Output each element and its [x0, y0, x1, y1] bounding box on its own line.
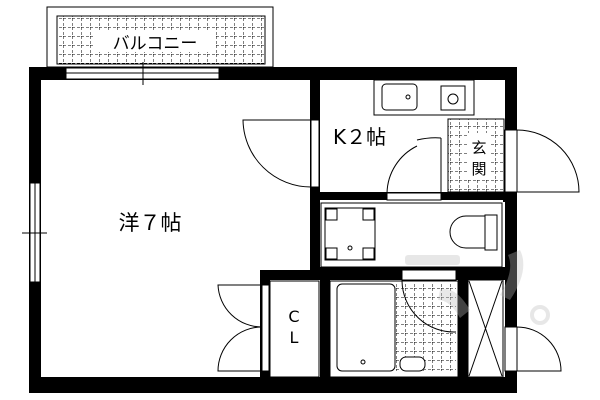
entrance-label-2: 関: [471, 160, 486, 178]
window-left: [22, 182, 47, 283]
washroom: [320, 202, 503, 268]
balcony-label: バルコニー: [113, 34, 198, 54]
closet-label-1: C: [288, 307, 299, 326]
kitchen-counter: [373, 79, 475, 116]
closet: C L: [269, 280, 320, 378]
kitchen-label: K２帖: [333, 125, 386, 149]
closet-label-2: L: [290, 328, 299, 347]
storage: [467, 279, 504, 378]
entrance: 玄 関: [447, 118, 505, 193]
watermark-logo: [405, 250, 550, 325]
western-room-label: 洋７帖: [119, 211, 182, 235]
window-top: [65, 62, 220, 85]
door-western-room: [242, 119, 320, 188]
bathroom: [329, 269, 459, 378]
door-washroom: [386, 137, 442, 201]
entrance-label-1: 玄: [471, 139, 486, 157]
entrance-door: [504, 129, 580, 193]
side-door: [504, 326, 562, 372]
balcony: バルコニー: [46, 6, 274, 68]
closet-doors: [217, 284, 270, 372]
